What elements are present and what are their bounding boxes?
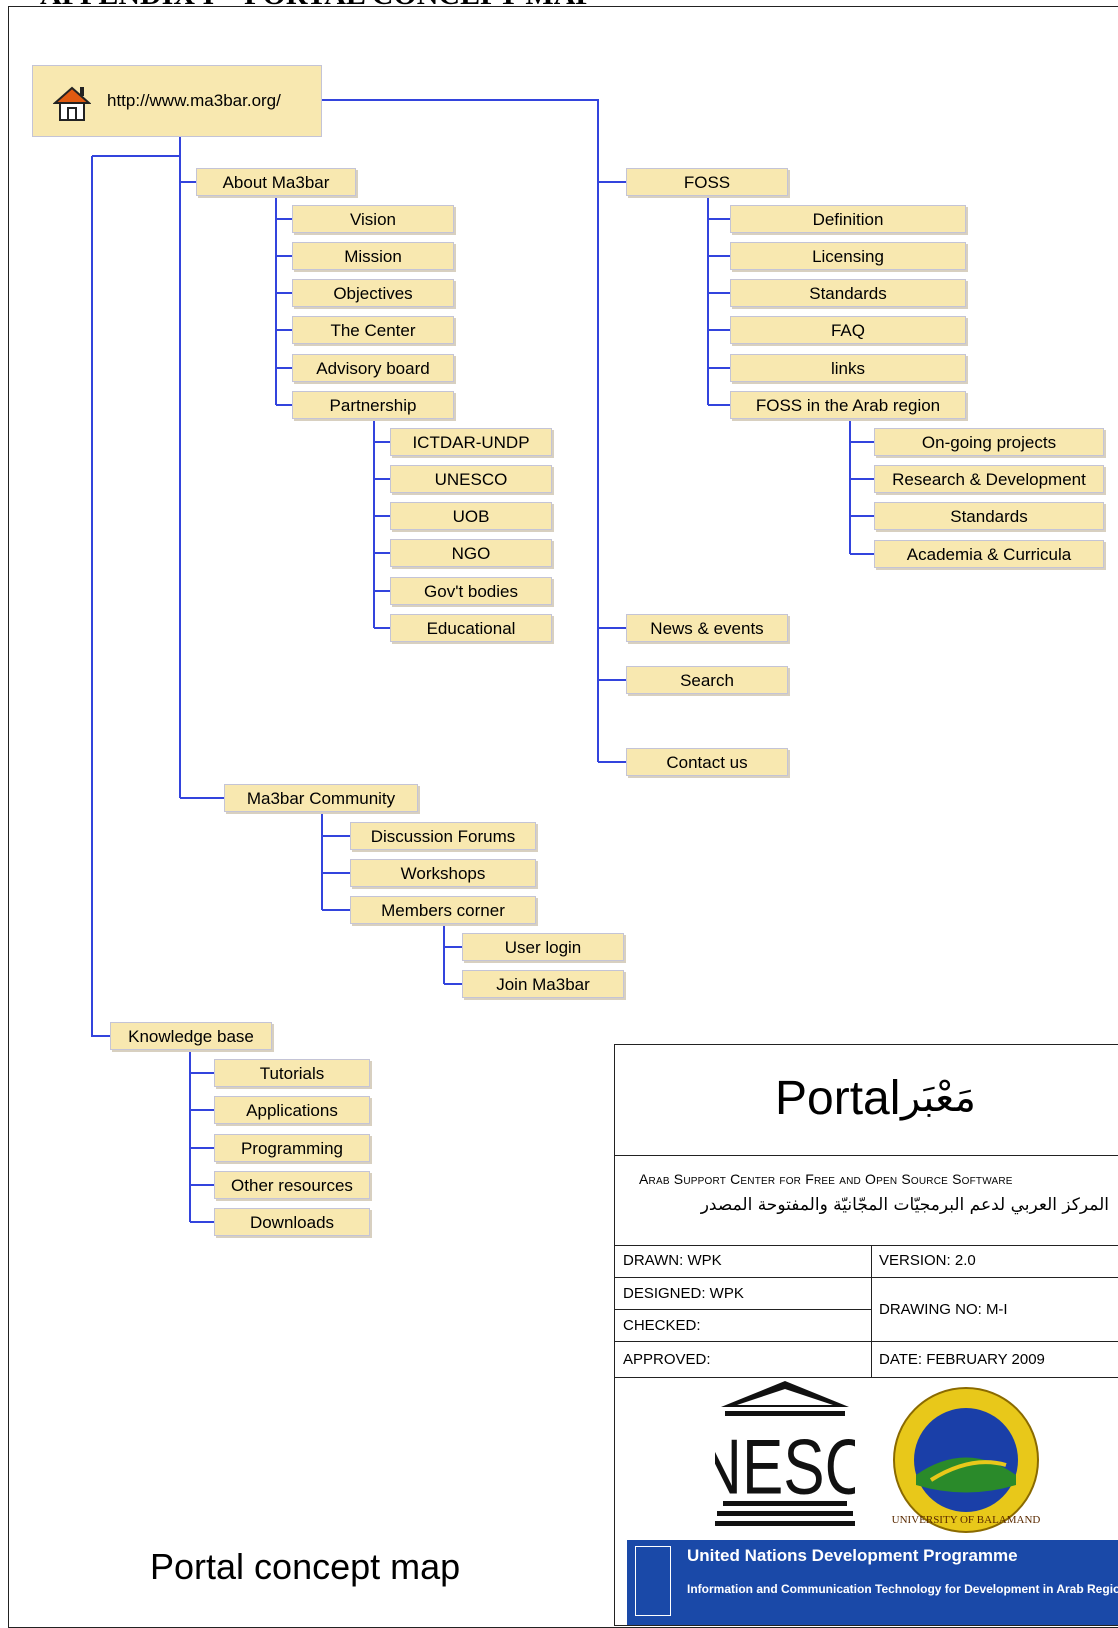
house-icon xyxy=(53,86,91,121)
grid-line xyxy=(871,1245,872,1377)
node-academia-curricula[interactable]: Academia & Curricula xyxy=(874,540,1104,568)
checked-field: CHECKED: xyxy=(623,1317,701,1334)
svg-text:UNIVERSITY OF BALAMAND: UNIVERSITY OF BALAMAND xyxy=(892,1514,1041,1526)
university-of-balamand-seal: UNIVERSITY OF BALAMAND xyxy=(892,1387,1041,1533)
unesco-logo: UNESCO xyxy=(715,1381,855,1526)
node-vision[interactable]: Vision xyxy=(292,205,454,233)
node-definition[interactable]: Definition xyxy=(730,205,966,233)
node-faq[interactable]: FAQ xyxy=(730,316,966,344)
svg-text:UNESCO: UNESCO xyxy=(715,1423,855,1510)
node-links[interactable]: links xyxy=(730,354,966,382)
org-name-ar: المركز العربي لدعم البرمجيّات المجّانيّة… xyxy=(700,1195,1109,1215)
root-url-label: http://www.ma3bar.org/ xyxy=(107,91,281,110)
undp-subtitle: Information and Communication Technology… xyxy=(687,1582,1118,1596)
node-educational[interactable]: Educational xyxy=(390,614,552,642)
node-other-resources[interactable]: Other resources xyxy=(214,1171,370,1199)
node-foss-arab-region[interactable]: FOSS in the Arab region xyxy=(730,391,966,419)
node-uob[interactable]: UOB xyxy=(390,502,552,530)
node-ma3bar-community[interactable]: Ma3bar Community xyxy=(224,784,418,812)
node-advisory-board[interactable]: Advisory board xyxy=(292,354,454,382)
drawn-field: DRAWN: WPK xyxy=(623,1252,722,1269)
node-programming[interactable]: Programming xyxy=(214,1134,370,1162)
title-block-org: Arab Support Center for Free and Open So… xyxy=(615,1155,1118,1246)
node-objectives[interactable]: Objectives xyxy=(292,279,454,307)
node-downloads[interactable]: Downloads xyxy=(214,1208,370,1236)
title-block-portal: Portal مَعْبَر xyxy=(615,1045,1118,1156)
node-user-login[interactable]: User login xyxy=(462,933,624,961)
node-about-ma3bar[interactable]: About Ma3bar xyxy=(196,168,356,196)
date-field: DATE: FEBRUARY 2009 xyxy=(879,1351,1045,1368)
node-discussion-forums[interactable]: Discussion Forums xyxy=(350,822,536,850)
node-standards[interactable]: Standards xyxy=(730,279,966,307)
node-search[interactable]: Search xyxy=(626,666,788,694)
undp-title: United Nations Development Programme xyxy=(687,1546,1018,1565)
node-partnership[interactable]: Partnership xyxy=(292,391,454,419)
node-standards-arab[interactable]: Standards xyxy=(874,502,1104,530)
grid-line xyxy=(615,1341,1118,1342)
node-ngo[interactable]: NGO xyxy=(390,539,552,567)
drawing-no-field: DRAWING NO: M-I xyxy=(879,1301,1008,1318)
node-the-center[interactable]: The Center xyxy=(292,316,454,344)
footer-title: Portal concept map xyxy=(150,1546,461,1587)
title-block: Portal مَعْبَر Arab Support Center for F… xyxy=(614,1044,1118,1626)
root-url-node[interactable]: http://www.ma3bar.org/ xyxy=(32,65,322,137)
node-knowledge-base[interactable]: Knowledge base xyxy=(110,1022,272,1050)
grid-line xyxy=(615,1309,871,1310)
node-mission[interactable]: Mission xyxy=(292,242,454,270)
grid-line xyxy=(615,1377,1118,1378)
designed-field: DESIGNED: WPK xyxy=(623,1285,744,1302)
node-govt-bodies[interactable]: Gov't bodies xyxy=(390,577,552,605)
page-heading: APPENDIX I – PORTAL CONCEPT MAP xyxy=(40,0,594,12)
node-news-events[interactable]: News & events xyxy=(626,614,788,642)
node-members-corner[interactable]: Members corner xyxy=(350,896,536,924)
undp-banner: United Nations Development Programme Inf… xyxy=(627,1540,1118,1625)
node-join-ma3bar[interactable]: Join Ma3bar xyxy=(462,970,624,998)
node-tutorials[interactable]: Tutorials xyxy=(214,1059,370,1087)
approved-field: APPROVED: xyxy=(623,1351,711,1368)
portal-title-ar: مَعْبَر xyxy=(901,1075,976,1121)
node-workshops[interactable]: Workshops xyxy=(350,859,536,887)
node-research-development[interactable]: Research & Development xyxy=(874,465,1104,493)
node-ictdar-undp[interactable]: ICTDAR-UNDP xyxy=(390,428,552,456)
org-name-en: Arab Support Center for Free and Open So… xyxy=(639,1171,1013,1187)
node-contact-us[interactable]: Contact us xyxy=(626,748,788,776)
node-foss[interactable]: FOSS xyxy=(626,168,788,196)
node-ongoing-projects[interactable]: On-going projects xyxy=(874,428,1104,456)
node-applications[interactable]: Applications xyxy=(214,1096,370,1124)
node-licensing[interactable]: Licensing xyxy=(730,242,966,270)
portal-title-en: Portal xyxy=(775,1072,901,1125)
node-unesco[interactable]: UNESCO xyxy=(390,465,552,493)
version-field: VERSION: 2.0 xyxy=(879,1252,976,1269)
grid-line xyxy=(615,1277,1118,1278)
